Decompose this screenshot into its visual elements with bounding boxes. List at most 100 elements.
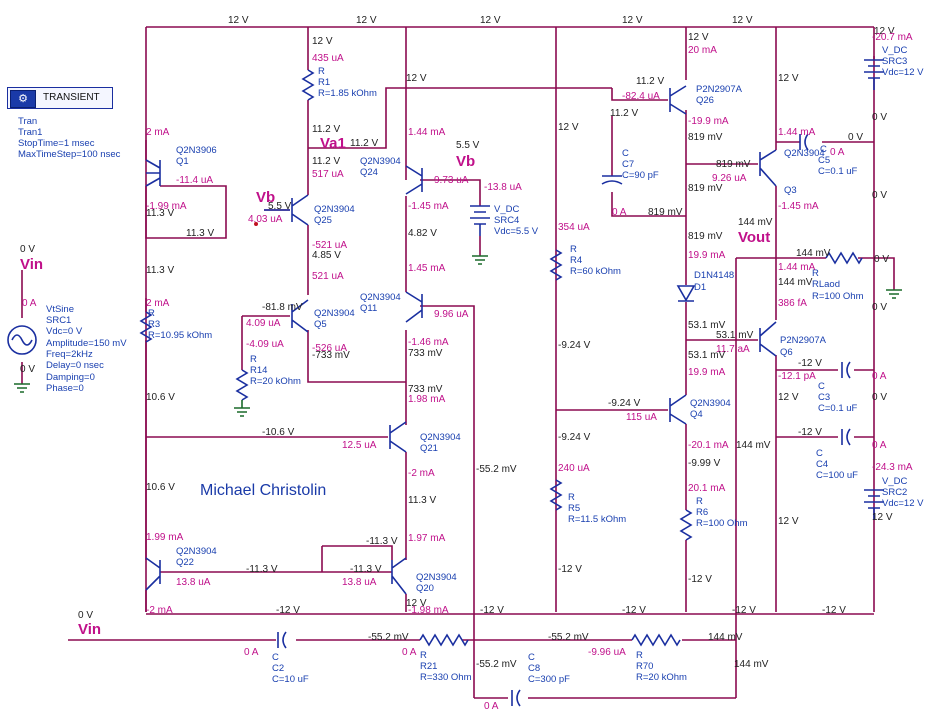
current-probe: 20.1 mA <box>688 483 726 494</box>
voltage-probe: -12 V <box>276 605 300 616</box>
voltage-probe: 4.85 V <box>312 250 341 261</box>
current-probe: 0 A <box>22 298 37 309</box>
voltage-probe: 819 mV <box>716 159 751 170</box>
current-probe: 2 mA <box>146 127 170 138</box>
q1-model: Q2N3906 <box>176 145 217 156</box>
r5-value: R=11.5 kOhm <box>568 514 626 525</box>
voltage-probe: 144 mV <box>778 277 813 288</box>
current-probe: 9.26 uA <box>712 173 747 184</box>
voltage-probe: 4.82 V <box>408 228 437 239</box>
q24-model: Q2N3904 <box>360 156 401 167</box>
rlaod-value: R=100 Ohm <box>812 291 864 302</box>
voltage-probe: 53.1 mV <box>716 330 754 341</box>
resistor-rlaod <box>825 251 863 265</box>
src3-value: Vdc=12 V <box>882 67 924 78</box>
capacitor-c7 <box>601 175 623 185</box>
current-probe: -13.8 uA <box>484 182 522 193</box>
src3-name: SRC3 <box>882 56 907 67</box>
voltage-probe: -55.2 mV <box>476 659 517 670</box>
r14-prefix: R <box>250 354 257 365</box>
transistor-q25 <box>264 194 309 226</box>
current-probe: 521 uA <box>312 271 344 282</box>
q6-name: Q6 <box>780 347 793 358</box>
voltage-probe: -55.2 mV <box>548 632 589 643</box>
capacitor-c3 <box>841 361 851 379</box>
voltage-probe: 819 mV <box>688 183 723 194</box>
junction-dot <box>254 222 258 226</box>
current-probe: -521 uA <box>312 240 347 251</box>
voltage-probe: 11.3 V <box>146 208 174 219</box>
src1-phase: Phase=0 <box>46 383 84 394</box>
current-probe: 0 A <box>484 701 499 712</box>
resistor-r4 <box>549 249 563 281</box>
c2-name: C2 <box>272 663 284 674</box>
c8-prefix: C <box>528 652 535 663</box>
resistor-r21 <box>419 633 469 647</box>
voltage-probe: 12 V <box>622 15 643 26</box>
voltage-probe: 12 V <box>872 512 893 523</box>
voltage-probe: -55.2 mV <box>368 632 409 643</box>
transistor-q22 <box>145 557 161 591</box>
dc-source-src3 <box>864 59 884 90</box>
net-labels: Vin Vin Vb Vb Va1 Vout <box>20 135 770 638</box>
current-probe: -1.46 mA <box>408 337 449 348</box>
current-probe: 354 uA <box>558 222 590 233</box>
current-probe: 12.5 uA <box>342 440 377 451</box>
r3-prefix: R <box>148 308 155 319</box>
transistor-q26 <box>669 85 687 115</box>
voltage-probe: -81.8 mV <box>262 302 303 313</box>
r3-name: R3 <box>148 319 160 330</box>
q4-model: Q2N3904 <box>690 398 731 409</box>
voltage-probe: 11.3 V <box>186 228 214 239</box>
voltage-probe: 11.2 V <box>312 156 340 167</box>
r21-prefix: R <box>420 650 427 661</box>
voltage-probe: -11.3 V <box>246 564 278 575</box>
voltage-probe: 12 V <box>778 73 799 84</box>
c2-value: C=10 uF <box>272 674 309 685</box>
r6-value: R=100 Ohm <box>696 518 748 529</box>
d1-name: D1 <box>694 282 706 293</box>
voltage-probe: 0 V <box>78 610 93 621</box>
current-probe: 1.44 mA <box>778 127 816 138</box>
current-probe: 20 mA <box>688 45 717 56</box>
voltage-probe: 144 mV <box>734 659 769 670</box>
src3-type: V_DC <box>882 45 907 56</box>
transistor-q5 <box>291 299 309 333</box>
q1-name: Q1 <box>176 156 189 167</box>
r6-name: R6 <box>696 507 708 518</box>
current-probe: 386 fA <box>778 298 807 309</box>
voltage-probe: -12 V <box>622 605 646 616</box>
c4-prefix: C <box>816 448 823 459</box>
transient-sim-controller[interactable]: ⚙ TRANSIENT <box>7 87 113 109</box>
component-labels: Q2N3906 Q1 Q2N3904 Q25 Q2N3904 Q5 Q2N390… <box>18 45 924 685</box>
voltage-probe: -9.99 V <box>688 458 721 469</box>
q3-name: Q3 <box>784 185 797 196</box>
current-probe: 435 uA <box>312 53 344 64</box>
q4-name: Q4 <box>690 409 703 420</box>
voltage-probe: 0 V <box>872 112 887 123</box>
voltage-probe: 5.5 V <box>268 201 292 212</box>
current-probe: -1.98 mA <box>408 605 449 616</box>
r14-name: R14 <box>250 365 267 376</box>
current-probe: 0 A <box>612 207 627 218</box>
resistor-r3 <box>139 311 153 343</box>
current-probe: 1.45 mA <box>408 263 446 274</box>
current-probe: 1.44 mA <box>408 127 446 138</box>
current-probe: 2 mA <box>146 298 170 309</box>
voltage-probe: -733 mV <box>312 350 350 361</box>
c3-name: C3 <box>818 392 830 403</box>
voltage-probe: 733 mV <box>408 348 443 359</box>
capacitor-c4 <box>841 428 851 446</box>
r14-value: R=20 kOhm <box>250 376 301 387</box>
src1-name: SRC1 <box>46 315 71 326</box>
q25-name: Q25 <box>314 215 332 226</box>
rlaod-prefix: R <box>812 268 819 279</box>
voltage-probe: 11.2 V <box>350 138 378 149</box>
transistor-q3 <box>759 149 777 187</box>
c8-value: C=300 pF <box>528 674 570 685</box>
transistor-q11 <box>405 291 423 323</box>
current-probe: 240 uA <box>558 463 590 474</box>
voltage-probe: 0 V <box>848 132 863 143</box>
voltage-probe: 10.6 V <box>146 392 175 403</box>
